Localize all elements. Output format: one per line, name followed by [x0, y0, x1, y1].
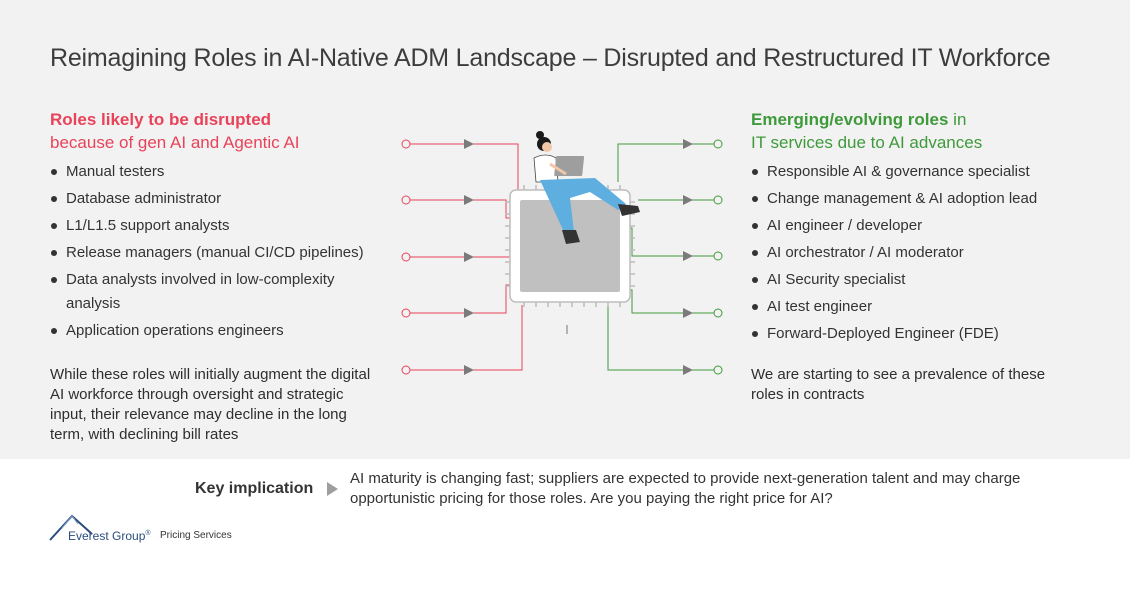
ai-chip-diagram [401, 131, 723, 375]
logo-wordmark: Everest Group® [68, 529, 151, 543]
emerging-heading-rest: in [948, 110, 967, 129]
disrupted-role-item: Database administrator [50, 187, 400, 211]
emerging-subheading: IT services due to AI advances [751, 133, 983, 152]
disrupted-role-item: Release managers (manual CI/CD pipelines… [50, 241, 400, 265]
disrupted-subheading: because of gen AI and Agentic AI [50, 133, 300, 152]
disrupted-role-item: Data analysts involved in low-complexity… [50, 268, 376, 316]
connector-left-1 [401, 139, 519, 202]
chip [505, 185, 635, 334]
disrupted-connectors [401, 139, 523, 375]
play-arrow-icon [327, 482, 338, 496]
key-implication-text: AI maturity is changing fast; suppliers … [350, 470, 1021, 507]
connector-right-1 [617, 139, 723, 182]
disrupted-role-item: Application operations engineers [50, 319, 400, 343]
logo-name-text: Everest Group [68, 529, 146, 543]
emerging-role-item: Responsible AI & governance specialist [751, 160, 1091, 184]
connector-left-5 [401, 305, 523, 375]
connector-right-3 [622, 227, 723, 261]
emerging-heading: Emerging/evolving roles in [751, 110, 966, 130]
key-implication-label: Key implication [195, 480, 314, 497]
connector-left-2 [401, 195, 515, 219]
emerging-role-item: AI engineer / developer [751, 214, 1091, 238]
disrupted-role-item: Manual testers [50, 160, 400, 184]
emerging-role-item: AI orchestrator / AI moderator [751, 241, 1091, 265]
connector-right-5 [607, 305, 723, 375]
disrupted-heading: Roles likely to be disrupted [50, 110, 272, 129]
page-title: Reimagining Roles in AI-Native ADM Lands… [50, 44, 1051, 72]
connector-left-3 [401, 252, 515, 262]
connector-right-2 [638, 195, 723, 205]
emerging-roles-list: Responsible AI & governance specialist C… [751, 160, 1091, 349]
emerging-note: We are starting to see a prevalence of t… [751, 366, 1046, 403]
person-with-laptop-icon [533, 131, 640, 244]
connector-right-4 [622, 289, 723, 318]
emerging-role-item: AI test engineer [751, 295, 1091, 319]
emerging-connectors [607, 139, 723, 375]
disrupted-note: While these roles will initially augment… [50, 366, 371, 443]
emerging-role-item: Forward-Deployed Engineer (FDE) [751, 322, 1091, 346]
emerging-heading-bold: Emerging/evolving roles [751, 110, 949, 129]
connector-left-4 [401, 284, 515, 318]
everest-mountain-logo-icon [49, 514, 93, 541]
disrupted-roles-list: Manual testers Database administrator L1… [50, 160, 400, 346]
disrupted-role-item: L1/L1.5 support analysts [50, 214, 400, 238]
logo-service-name: Pricing Services [160, 530, 232, 541]
logo-registered-mark: ® [145, 530, 151, 537]
emerging-role-item: AI Security specialist [751, 268, 1091, 292]
emerging-role-item: Change management & AI adoption lead [751, 187, 1091, 211]
